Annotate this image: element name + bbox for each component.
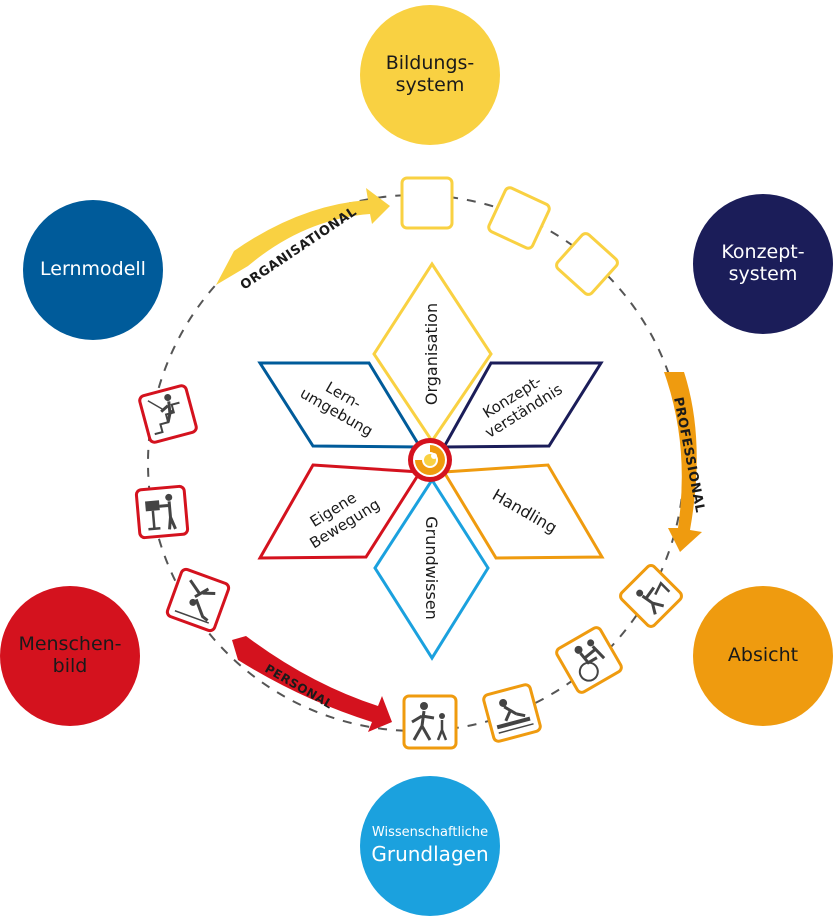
- empty-box-icon: [555, 232, 619, 296]
- professional-arrow: PROFESSIONAL: [664, 372, 707, 552]
- center-emblem-icon: [408, 438, 452, 482]
- konzeptsystem-line1: Konzept-: [721, 241, 805, 264]
- lernmodell-line1: Lernmodell: [40, 258, 146, 281]
- menschenbild-circle: Menschen- bild: [0, 586, 140, 726]
- empty-box-icon: [400, 176, 454, 230]
- menschenbild-line1: Menschen-: [18, 633, 122, 656]
- konzeptsystem-circle: Konzept- system: [693, 194, 833, 334]
- star-grundwissen-label: Grundwissen: [422, 516, 441, 620]
- star-handling-diamond: Handling: [441, 463, 605, 560]
- adult-guiding-child-icon: [402, 694, 458, 750]
- person-on-stairs-icon: [138, 384, 198, 444]
- lernmodell-circle: Lernmodell: [23, 200, 163, 340]
- star-organisation-label: Organisation: [422, 303, 441, 405]
- star-grundwissen-diamond: Grundwissen: [373, 477, 490, 661]
- bildungssystem-line2: system: [395, 74, 465, 96]
- absicht-circle: Absicht: [693, 586, 833, 726]
- absicht-line1: Absicht: [727, 644, 799, 667]
- personal-arrow: PERSONAL: [232, 636, 392, 732]
- konzeptsystem-line2: system: [728, 263, 798, 285]
- bildungssystem-line1: Bildungs-: [385, 52, 475, 75]
- cartwheel-icon: [165, 567, 231, 633]
- organisational-arrow: ORGANISATIONAL: [216, 188, 390, 293]
- star-konzept-diamond: Konzept- verständnis: [441, 361, 604, 449]
- star-eigene-diamond: Eigene Bewegung: [257, 463, 423, 560]
- grundlagen-circle: Wissenschaftliche Grundlagen: [360, 776, 500, 916]
- person-assisting-lying-person-icon: [482, 683, 542, 743]
- person-at-standing-desk-icon: [134, 484, 190, 540]
- grundlagen-line1: Wissenschaftliche: [371, 825, 489, 841]
- menschenbild-line2: bild: [52, 655, 88, 677]
- bildungssystem-circle: Bildungs- system: [360, 5, 500, 145]
- empty-box-icon: [487, 186, 551, 250]
- bed-transfer-icon: [619, 564, 683, 628]
- wheelchair-transfer-icon: [555, 626, 623, 694]
- grundlagen-line2: Grundlagen: [371, 841, 489, 866]
